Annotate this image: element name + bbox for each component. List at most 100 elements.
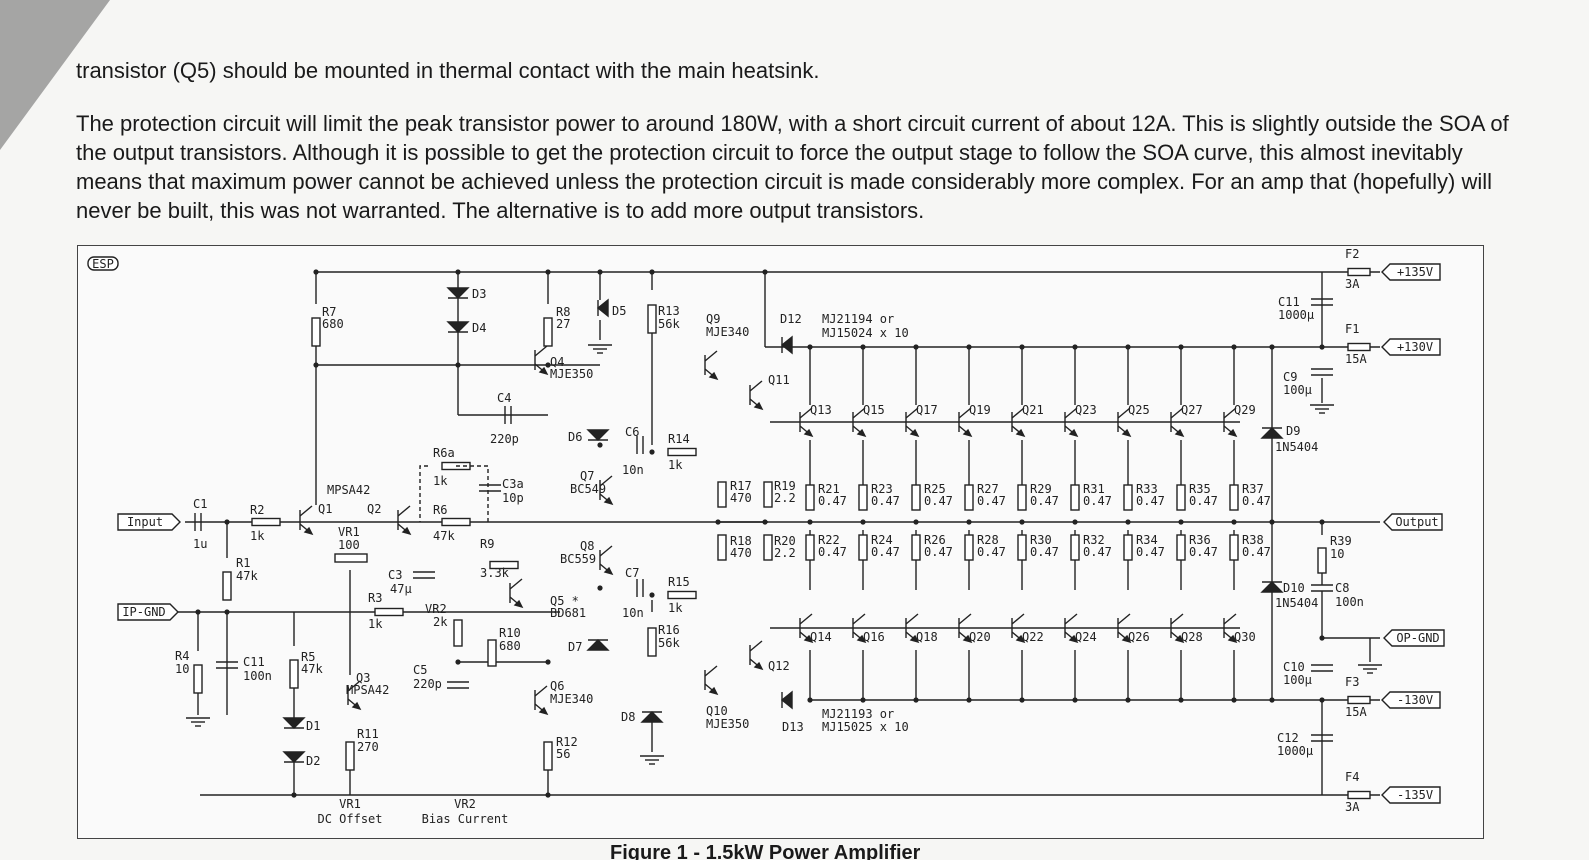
resistor-value: 680 — [322, 317, 344, 331]
diode-d2 — [282, 751, 306, 763]
emitter-resistor — [1017, 534, 1027, 561]
emitter-resistor — [1123, 484, 1133, 511]
terminal-ip-gnd-label: IP-GND — [122, 605, 165, 619]
junction-dot — [545, 269, 551, 275]
transistor-q2 — [401, 526, 412, 536]
junction-dot — [649, 449, 655, 455]
scan-corner-shadow — [0, 0, 110, 150]
junction-dot — [807, 519, 813, 525]
wire — [799, 613, 813, 625]
junction-dot — [597, 269, 603, 275]
resistor-value: 0.47 — [871, 494, 900, 508]
junction-dot — [966, 519, 972, 525]
wire — [599, 475, 613, 487]
wire — [749, 380, 763, 392]
cap-label: C7 — [625, 566, 639, 580]
resistor-r17 — [717, 481, 727, 508]
resistor-value: 0.47 — [924, 494, 953, 508]
resistor-value: 470 — [730, 546, 752, 560]
resistor-label: R9 — [480, 537, 494, 551]
resistor-value: 0.47 — [1030, 494, 1059, 508]
junction-dot — [1178, 519, 1184, 525]
wire — [1170, 407, 1184, 419]
junction-dot — [1019, 344, 1025, 350]
emitter-resistor — [805, 484, 815, 511]
diode-d10 — [1260, 581, 1284, 593]
transistor-q3 — [351, 701, 362, 711]
terminal-pos-label: +135V — [1397, 265, 1433, 279]
resistor-value: 0.47 — [1189, 494, 1218, 508]
resistor-value: 0.47 — [1242, 494, 1271, 508]
pot-vr2 — [453, 619, 463, 647]
resistor-r19 — [763, 481, 773, 508]
dashed-link — [419, 465, 428, 522]
transistor-q1 — [303, 526, 314, 536]
transistor-label: Q4 — [550, 355, 564, 369]
transistor-type: MJE350 — [706, 717, 749, 731]
diode-label: D7 — [568, 640, 582, 654]
resistor-value: 0.47 — [818, 545, 847, 559]
cap-label: C3a — [502, 477, 524, 491]
resistor-value: 0.47 — [977, 494, 1006, 508]
figure-caption: Figure 1 - 1.5kW Power Amplifier — [610, 842, 921, 860]
diode-label: D5 — [612, 304, 626, 318]
output-transistor-top — [1227, 428, 1238, 438]
diode-label: D1 — [306, 719, 320, 733]
resistor-label: R20 — [774, 534, 796, 548]
terminal-output-label: Output — [1395, 515, 1438, 529]
resistor-label: R4 — [175, 649, 189, 663]
resistor-label: R1 — [236, 556, 250, 570]
transistor-note: MJ21193 or — [822, 707, 894, 721]
junction-dot — [1269, 697, 1275, 703]
transistor-q4 — [538, 366, 549, 376]
transistor-label: Q29 — [1234, 403, 1256, 417]
junction-dot — [913, 344, 919, 350]
wire — [534, 685, 548, 697]
resistor-value: 0.47 — [1030, 545, 1059, 559]
transistor-q5 — [513, 599, 524, 609]
resistor-value: 10 — [1330, 547, 1344, 561]
output-transistor-bottom — [909, 634, 920, 644]
junction-dot — [1319, 519, 1325, 525]
emitter-resistor — [1229, 484, 1239, 511]
resistor-label: R21 — [818, 482, 840, 496]
diode-type: 1N5404 — [1275, 596, 1318, 610]
emitter-resistor — [805, 534, 815, 561]
wire — [704, 665, 718, 677]
resistor-label: R5 — [301, 650, 315, 664]
pot-note: Bias Current — [422, 812, 509, 826]
output-transistor-bottom — [1174, 634, 1185, 644]
junction-dot — [1072, 344, 1078, 350]
wire — [1170, 613, 1184, 625]
resistor-value: 10 — [175, 662, 189, 676]
junction-dot — [224, 609, 230, 615]
junction-dot — [860, 344, 866, 350]
transistor-label: Q23 — [1075, 403, 1097, 417]
resistor-label: R7 — [322, 305, 336, 319]
cap-label: C10 — [1283, 660, 1305, 674]
resistor-value: 56 — [556, 747, 570, 761]
transistor-label: Q22 — [1022, 630, 1044, 644]
resistor-value: 56k — [658, 636, 680, 650]
emitter-resistor — [911, 534, 921, 561]
junction-dot — [1125, 344, 1131, 350]
fuse-rating: 3A — [1345, 277, 1360, 291]
wire — [1011, 613, 1025, 625]
junction-dot — [1269, 344, 1275, 350]
resistor-value: 0.47 — [871, 545, 900, 559]
wire — [347, 680, 361, 692]
diode-label: D8 — [621, 710, 635, 724]
diode-label: D9 — [1286, 424, 1300, 438]
resistor-value: 0.47 — [1136, 494, 1165, 508]
resistor-value: 1k — [250, 529, 265, 543]
dashed-link — [456, 465, 489, 522]
resistor-label: R3 — [368, 591, 382, 605]
output-transistor-top — [962, 428, 973, 438]
resistor-value: 0.47 — [924, 545, 953, 559]
output-transistor-top — [856, 428, 867, 438]
resistor-label: R35 — [1189, 482, 1211, 496]
cap-label: C8 — [1335, 581, 1349, 595]
terminal-input — [117, 513, 181, 531]
junction-dot — [807, 344, 813, 350]
wire — [852, 407, 866, 419]
